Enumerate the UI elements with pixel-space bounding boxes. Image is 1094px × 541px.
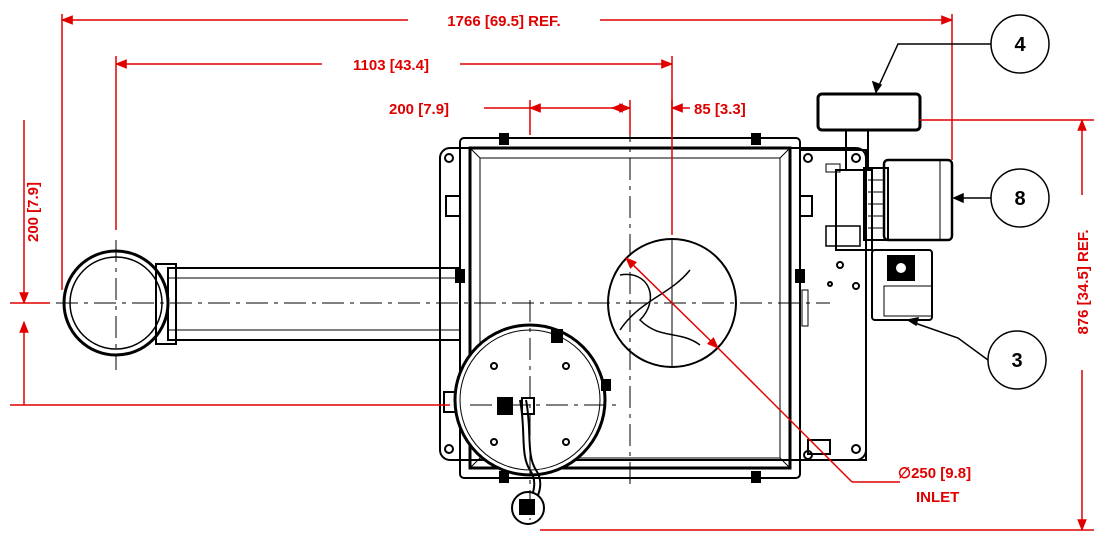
callout-8-number: 8	[1014, 188, 1025, 210]
inlet-label: INLET	[916, 489, 959, 506]
callouts: 4 8 3	[871, 14, 1050, 390]
offset-left-label: 200 [7.9]	[389, 101, 449, 118]
callout-4-number: 4	[1014, 34, 1026, 56]
callout-4: 4	[871, 14, 1050, 94]
dimension-labels: 1766 [69.5] REF. 1103 [43.4] 200 [7.9] 8…	[25, 13, 1092, 506]
inlet-diameter-label: ∅250 [9.8]	[898, 465, 971, 482]
round-lid	[453, 323, 611, 525]
offset-right-label: 85 [3.3]	[694, 101, 746, 118]
overall-height-label: 876 [34.5] REF.	[1075, 229, 1092, 334]
callout-8: 8	[952, 168, 1050, 228]
overall-width-label: 1766 [69.5] REF.	[447, 13, 560, 30]
callout-3: 3	[906, 317, 1047, 390]
vertical-offset-label: 200 [7.9]	[25, 182, 42, 242]
arm-length-label: 1103 [43.4]	[353, 57, 429, 74]
callout-3-number: 3	[1011, 350, 1022, 372]
drive-assembly	[816, 92, 954, 321]
dimension-lines	[10, 14, 1094, 532]
